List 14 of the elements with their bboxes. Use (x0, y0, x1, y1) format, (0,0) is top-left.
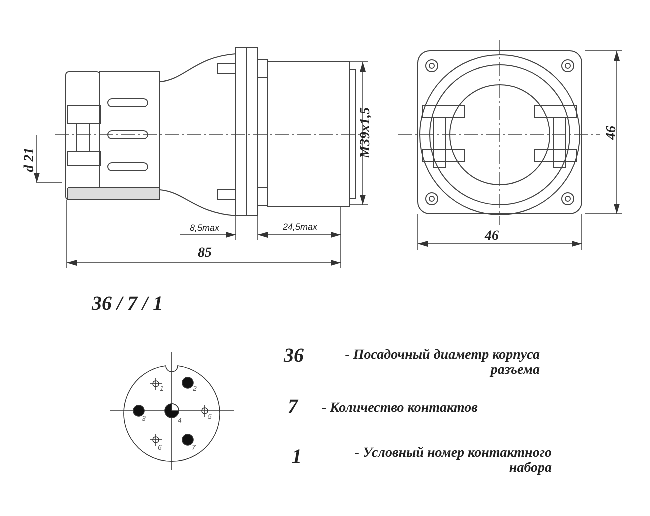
dimension-label: 46 (604, 126, 620, 140)
dimension-label: 8,5max (190, 224, 220, 234)
part-code: 36 / 7 / 1 (92, 293, 164, 315)
dimension-label: d 21 (22, 148, 38, 172)
code-number: 1 (292, 446, 302, 468)
dimension-label: M39x1,5 (358, 108, 374, 158)
code-number: 7 (288, 396, 298, 418)
code-description: - Условный номер контактного набора (354, 446, 552, 477)
code-description: - Количество контактов (322, 401, 478, 416)
dimension-label: 85 (198, 246, 212, 262)
code-number: 36 (284, 345, 304, 367)
dimension-label: 46 (485, 229, 499, 244)
dimension-label: 24,5max (283, 223, 318, 233)
code-description: - Посадочный диаметр корпуса разъема (344, 348, 540, 379)
